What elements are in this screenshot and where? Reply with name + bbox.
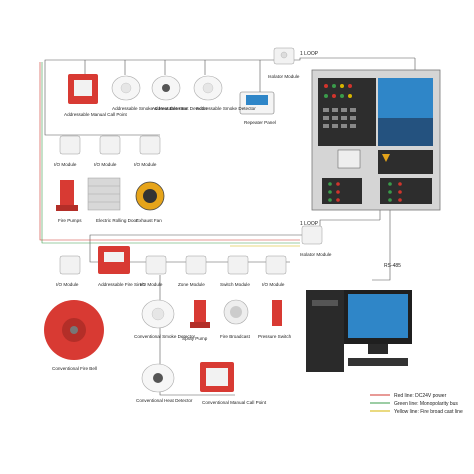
exhaust-fan: Exhaust Fan [135, 181, 165, 223]
panel-screen-city [378, 118, 433, 146]
io-module-4-label: I/O Module [56, 282, 79, 287]
conv-heat-label: Conventional Heat Detector [136, 398, 193, 403]
spray-pump: Spray Pump [182, 300, 210, 341]
panel-keypad-buttons [323, 108, 356, 128]
exhaust-fan-label: Exhaust Fan [136, 218, 162, 223]
legend-green-label: Green line: Monopolarity bus [394, 401, 458, 407]
addressable-heat-detector: Addressable Heat Detector [151, 75, 208, 111]
panel-printer [337, 149, 361, 169]
bus-wire-green [41, 62, 300, 244]
panel-indicator-lights [324, 84, 352, 98]
mid-row-wire [89, 255, 290, 263]
loop-top-wire [44, 57, 415, 100]
smoke-detector-label: Addressable Smoke Detector [196, 106, 256, 111]
panel-brand-plate [378, 150, 433, 174]
fire-broadcast-label: Fire Broadcast [220, 334, 251, 339]
legend-yellow-label: Yellow line: Fire broad cast line [394, 409, 463, 415]
isolator-top-label: Isolator Module [268, 74, 300, 79]
fire-pumps: Fire Pumps [56, 180, 82, 223]
loop-mid-label: 1 LOOP [300, 221, 319, 227]
io-module-1: I/O Module [54, 135, 81, 167]
panel-logo-icon [382, 154, 390, 162]
power-wire-red [39, 62, 300, 241]
conv-smoke-label: Conventional Smoke Detector [134, 334, 195, 339]
io-module-5-label: I/O Module [140, 282, 163, 287]
addressable-fire-siren: Addressable Fire Siren [98, 246, 145, 287]
loop-top-label: 1 LOOP [300, 51, 319, 57]
conv-mcp-label: Conventional Manual Call Point [202, 400, 267, 405]
isolator-module-top: Isolator Module [268, 47, 300, 79]
pc-monitor-screen [348, 294, 408, 338]
pressure-switch-label: Pressure Switch [258, 334, 292, 339]
panel-zone-buttons [322, 178, 432, 204]
manual-call-point-label: Addressable Manual Call Point [64, 112, 128, 117]
fire-broadcast: Fire Broadcast [220, 299, 251, 339]
pressure-switch: Pressure Switch [258, 300, 292, 339]
switch-module: Switch Module [220, 255, 250, 287]
pc-keyboard [348, 358, 408, 366]
io-module-2-label: I/O Module [94, 162, 117, 167]
fire-alarm-control-panel [311, 69, 441, 211]
io-module-3-label: I/O Module [134, 162, 157, 167]
fire-siren-label: Addressable Fire Siren [98, 282, 145, 287]
io-module-3: I/O Module [134, 135, 161, 167]
io-module-5: I/O Module [140, 255, 167, 287]
addressable-smoke-detector: Addressable Smoke Detector [193, 75, 256, 111]
electric-rolling-door: Electric Rolling Door [87, 177, 138, 223]
io-module-6-label: I/O Module [262, 282, 285, 287]
io-row-wire [44, 100, 160, 136]
repeater-label: Repeater Panel [244, 120, 276, 125]
rolling-door-label: Electric Rolling Door [96, 218, 138, 223]
zone-module-label: Zone Module [178, 282, 205, 287]
io-module-1-label: I/O Module [54, 162, 77, 167]
conventional-smoke-detector: Conventional Smoke Detector [134, 299, 195, 339]
fire-pumps-label: Fire Pumps [58, 218, 82, 223]
heat-detector-label: Addressable Heat Detector [152, 106, 208, 111]
power-wires [39, 62, 300, 396]
conventional-fire-bell: Conventional Fire Bell [44, 300, 104, 371]
conventional-manual-call-point: Conventional Manual Call Point [200, 362, 267, 405]
spray-pump-label: Spray Pump [182, 336, 208, 341]
addressable-smoke-heat-detector: Addressable Smoke & Heat Detector [111, 75, 188, 111]
zone-module: Zone Module [178, 255, 207, 287]
computer-workstation [306, 290, 412, 372]
legend-red-label: Red line: DC24V power [394, 393, 447, 399]
legend: Red line: DC24V power Green line: Monopo… [370, 393, 463, 415]
rs485-label: RS-485 [384, 263, 401, 269]
isolator-module-mid: Isolator Module [300, 225, 332, 257]
io-module-2: I/O Module [94, 135, 121, 167]
fire-bell-label: Conventional Fire Bell [52, 366, 97, 371]
repeater-panel: Repeater Panel [239, 91, 276, 125]
io-module-6: I/O Module [262, 255, 287, 287]
switch-module-label: Switch Module [220, 282, 250, 287]
io-module-4: I/O Module [56, 255, 81, 287]
isolator-mid-label: Isolator Module [300, 252, 332, 257]
loop-mid-wire [89, 219, 380, 255]
conventional-heat-detector: Conventional Heat Detector [136, 363, 193, 403]
smoke-heat-detector-label: Addressable Smoke & Heat Detector [112, 106, 188, 111]
addressable-manual-call-point: Addressable Manual Call Point [64, 74, 128, 117]
